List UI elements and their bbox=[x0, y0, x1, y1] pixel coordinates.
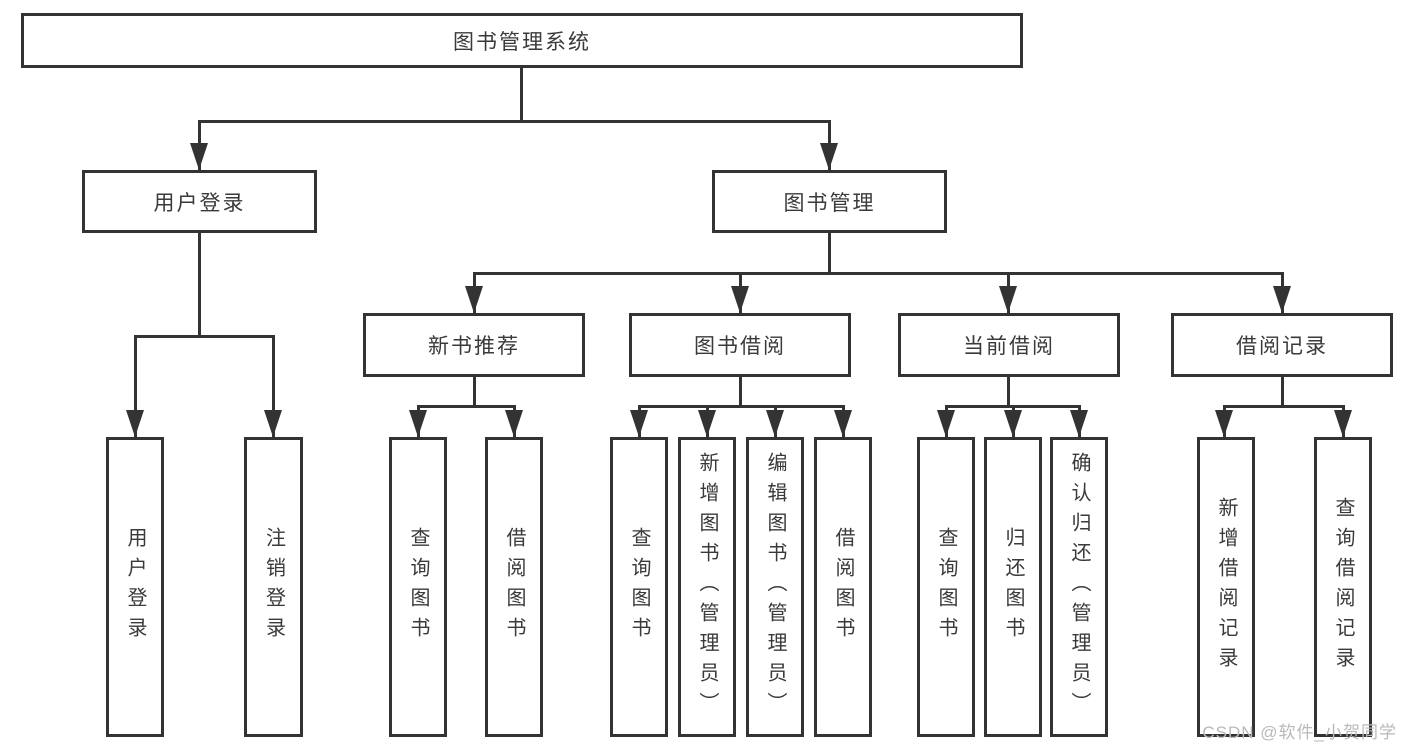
connector-book-stem bbox=[828, 233, 831, 275]
connector-current-stem bbox=[1007, 377, 1010, 407]
arrowhead-confirm-return bbox=[1070, 410, 1088, 437]
node-book-borrowing: 图书借阅 bbox=[629, 313, 851, 377]
leaf-query-book-recommend: 查询图书 bbox=[389, 437, 447, 737]
leaf-borrow-book-borrowing: 借阅图书 bbox=[814, 437, 872, 737]
arrowhead-new-books bbox=[465, 286, 483, 313]
connector-root-branch bbox=[198, 120, 831, 123]
leaf-return-book-label: 归还图书 bbox=[1002, 527, 1024, 647]
leaf-add-borrow-record: 新增借阅记录 bbox=[1197, 437, 1255, 737]
leaf-confirm-return-admin-label: 确认归还（管理员） bbox=[1068, 452, 1090, 722]
leaf-borrow-book-borrowing-label: 借阅图书 bbox=[832, 527, 854, 647]
connector-recommend-branch bbox=[417, 405, 515, 408]
arrowhead-borrow-records bbox=[1273, 286, 1291, 313]
connector-root-stem bbox=[520, 68, 523, 123]
leaf-query-borrow-record-label: 查询借阅记录 bbox=[1332, 497, 1354, 677]
arrowhead-add-book bbox=[698, 410, 716, 437]
arrowhead-query-book-2 bbox=[630, 410, 648, 437]
arrowhead-query-book-1 bbox=[409, 410, 427, 437]
leaf-query-book-recommend-label: 查询图书 bbox=[407, 527, 429, 647]
leaf-confirm-return-admin: 确认归还（管理员） bbox=[1050, 437, 1108, 737]
arrowhead-borrow-book-2 bbox=[834, 410, 852, 437]
connector-records-stem bbox=[1281, 377, 1284, 407]
leaf-query-book-current: 查询图书 bbox=[917, 437, 975, 737]
arrowhead-user-login bbox=[190, 143, 208, 170]
leaf-borrow-book-recommend: 借阅图书 bbox=[485, 437, 543, 737]
leaf-query-book-borrowing: 查询图书 bbox=[610, 437, 668, 737]
node-root-library-system: 图书管理系统 bbox=[21, 13, 1023, 68]
leaf-add-borrow-record-label: 新增借阅记录 bbox=[1215, 497, 1237, 677]
leaf-add-book-admin: 新增图书（管理员） bbox=[678, 437, 736, 737]
node-current-borrowing: 当前借阅 bbox=[898, 313, 1120, 377]
leaf-query-borrow-record: 查询借阅记录 bbox=[1314, 437, 1372, 737]
arrowhead-current-borrow bbox=[999, 286, 1017, 313]
connector-records-branch bbox=[1223, 405, 1344, 408]
leaf-borrow-book-recommend-label: 借阅图书 bbox=[503, 527, 525, 647]
connector-borrowing-stem bbox=[739, 377, 742, 407]
arrowhead-query-record bbox=[1334, 410, 1352, 437]
leaf-edit-book-admin: 编辑图书（管理员） bbox=[746, 437, 804, 737]
leaf-logout-label: 注销登录 bbox=[262, 527, 285, 647]
leaf-add-book-admin-label: 新增图书（管理员） bbox=[696, 452, 718, 722]
leaf-edit-book-admin-label: 编辑图书（管理员） bbox=[764, 452, 786, 722]
arrowhead-login-leaf bbox=[126, 410, 144, 437]
leaf-user-login-label: 用户登录 bbox=[124, 527, 146, 647]
connector-borrowing-branch bbox=[638, 405, 844, 408]
node-borrow-records: 借阅记录 bbox=[1171, 313, 1393, 377]
leaf-query-book-borrowing-label: 查询图书 bbox=[628, 527, 650, 647]
arrowhead-add-record bbox=[1215, 410, 1233, 437]
arrowhead-borrow-book-1 bbox=[505, 410, 523, 437]
leaf-return-book: 归还图书 bbox=[984, 437, 1042, 737]
arrowhead-edit-book bbox=[766, 410, 784, 437]
arrowhead-return-book bbox=[1004, 410, 1022, 437]
connector-user-stem bbox=[198, 233, 201, 335]
leaf-query-book-current-label: 查询图书 bbox=[935, 527, 957, 647]
leaf-user-login: 用户登录 bbox=[106, 437, 164, 737]
node-user-login: 用户登录 bbox=[82, 170, 317, 233]
connector-recommend-stem bbox=[473, 377, 476, 407]
leaf-logout: 注销登录 bbox=[244, 437, 303, 737]
connector-drop-logout-leaf bbox=[272, 335, 275, 437]
node-new-book-recommend: 新书推荐 bbox=[363, 313, 585, 377]
connector-book-branch bbox=[473, 272, 1284, 275]
connector-drop-login-leaf bbox=[134, 335, 137, 437]
node-book-management: 图书管理 bbox=[712, 170, 947, 233]
arrowhead-book-mgmt bbox=[820, 143, 838, 170]
arrowhead-query-book-3 bbox=[937, 410, 955, 437]
arrowhead-logout-leaf bbox=[264, 410, 282, 437]
connector-user-branch bbox=[134, 335, 274, 338]
csdn-watermark: CSDN @软件_小贺同学 bbox=[1202, 723, 1397, 742]
arrowhead-book-borrow bbox=[731, 286, 749, 313]
